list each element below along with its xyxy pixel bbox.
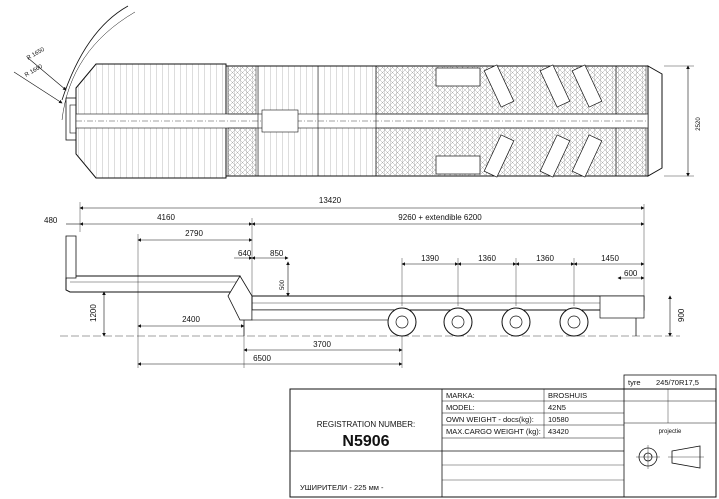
axle-spacing-1-label: 1390 xyxy=(421,254,439,263)
projection-symbol-icon xyxy=(636,445,704,469)
spec-row-label: OWN WEIGHT - docs(kg): xyxy=(446,415,534,424)
front-overhang-label: 480 xyxy=(44,216,58,225)
gooseneck-length-label: 4160 xyxy=(157,213,175,222)
spec-row-label: MODEL: xyxy=(446,403,475,412)
rear-overhang-label: 1450 xyxy=(601,254,619,263)
spec-row-label: MARKA: xyxy=(446,391,475,400)
dim-2790-label: 2790 xyxy=(185,229,203,238)
plan-view: R 1650 R 1660 xyxy=(13,5,702,179)
dim-3700-label: 3700 xyxy=(313,340,331,349)
title-block: tyre 245/70R17,5 REGISTRATION NUMBER: N5… xyxy=(289,374,717,498)
spec-row-value: BROSHUIS xyxy=(548,391,587,400)
dim-2400-label: 2400 xyxy=(182,315,200,324)
side-view: 13420 480 4160 9260 + extendible 6200 27… xyxy=(44,196,686,368)
spec-row-value: 42N5 xyxy=(548,403,566,412)
deck-length-label: 9260 + extendible 6200 xyxy=(398,213,482,222)
dim-500-label: 500 xyxy=(280,279,286,290)
dim-640-label: 640 xyxy=(238,249,252,258)
spec-row-value: 43420 xyxy=(548,427,569,436)
dim-6500-label: 6500 xyxy=(253,354,271,363)
radius-outer-label: R 1660 xyxy=(24,64,44,79)
deck-height-label: 900 xyxy=(677,308,686,322)
dim-600-label: 600 xyxy=(624,269,638,278)
overall-length-label: 13420 xyxy=(319,196,342,205)
radius-inner-label: R 1650 xyxy=(26,47,46,62)
registration-label: REGISTRATION NUMBER: xyxy=(317,420,416,429)
spec-rows: MARKA: BROSHUIS MODEL: 42N5 OWN WEIGHT -… xyxy=(446,391,587,436)
axle-spacing-2-label: 1360 xyxy=(478,254,496,263)
registration-number: N5906 xyxy=(342,433,389,450)
tyre-value: 245/70R17,5 xyxy=(656,378,699,387)
width-label: 2520 xyxy=(696,117,702,131)
spec-row-value: 10580 xyxy=(548,415,569,424)
dim-850-label: 850 xyxy=(270,249,284,258)
projection-label: projectie xyxy=(659,429,682,435)
tyre-label: tyre xyxy=(628,378,641,387)
extensions-note: УШИРИТЕЛИ - 225 мм - xyxy=(300,483,384,492)
gooseneck-height-label: 1200 xyxy=(89,304,98,322)
axle-spacing-3-label: 1360 xyxy=(536,254,554,263)
spec-row-label: MAX.CARGO WEIGHT (kg): xyxy=(446,427,541,436)
